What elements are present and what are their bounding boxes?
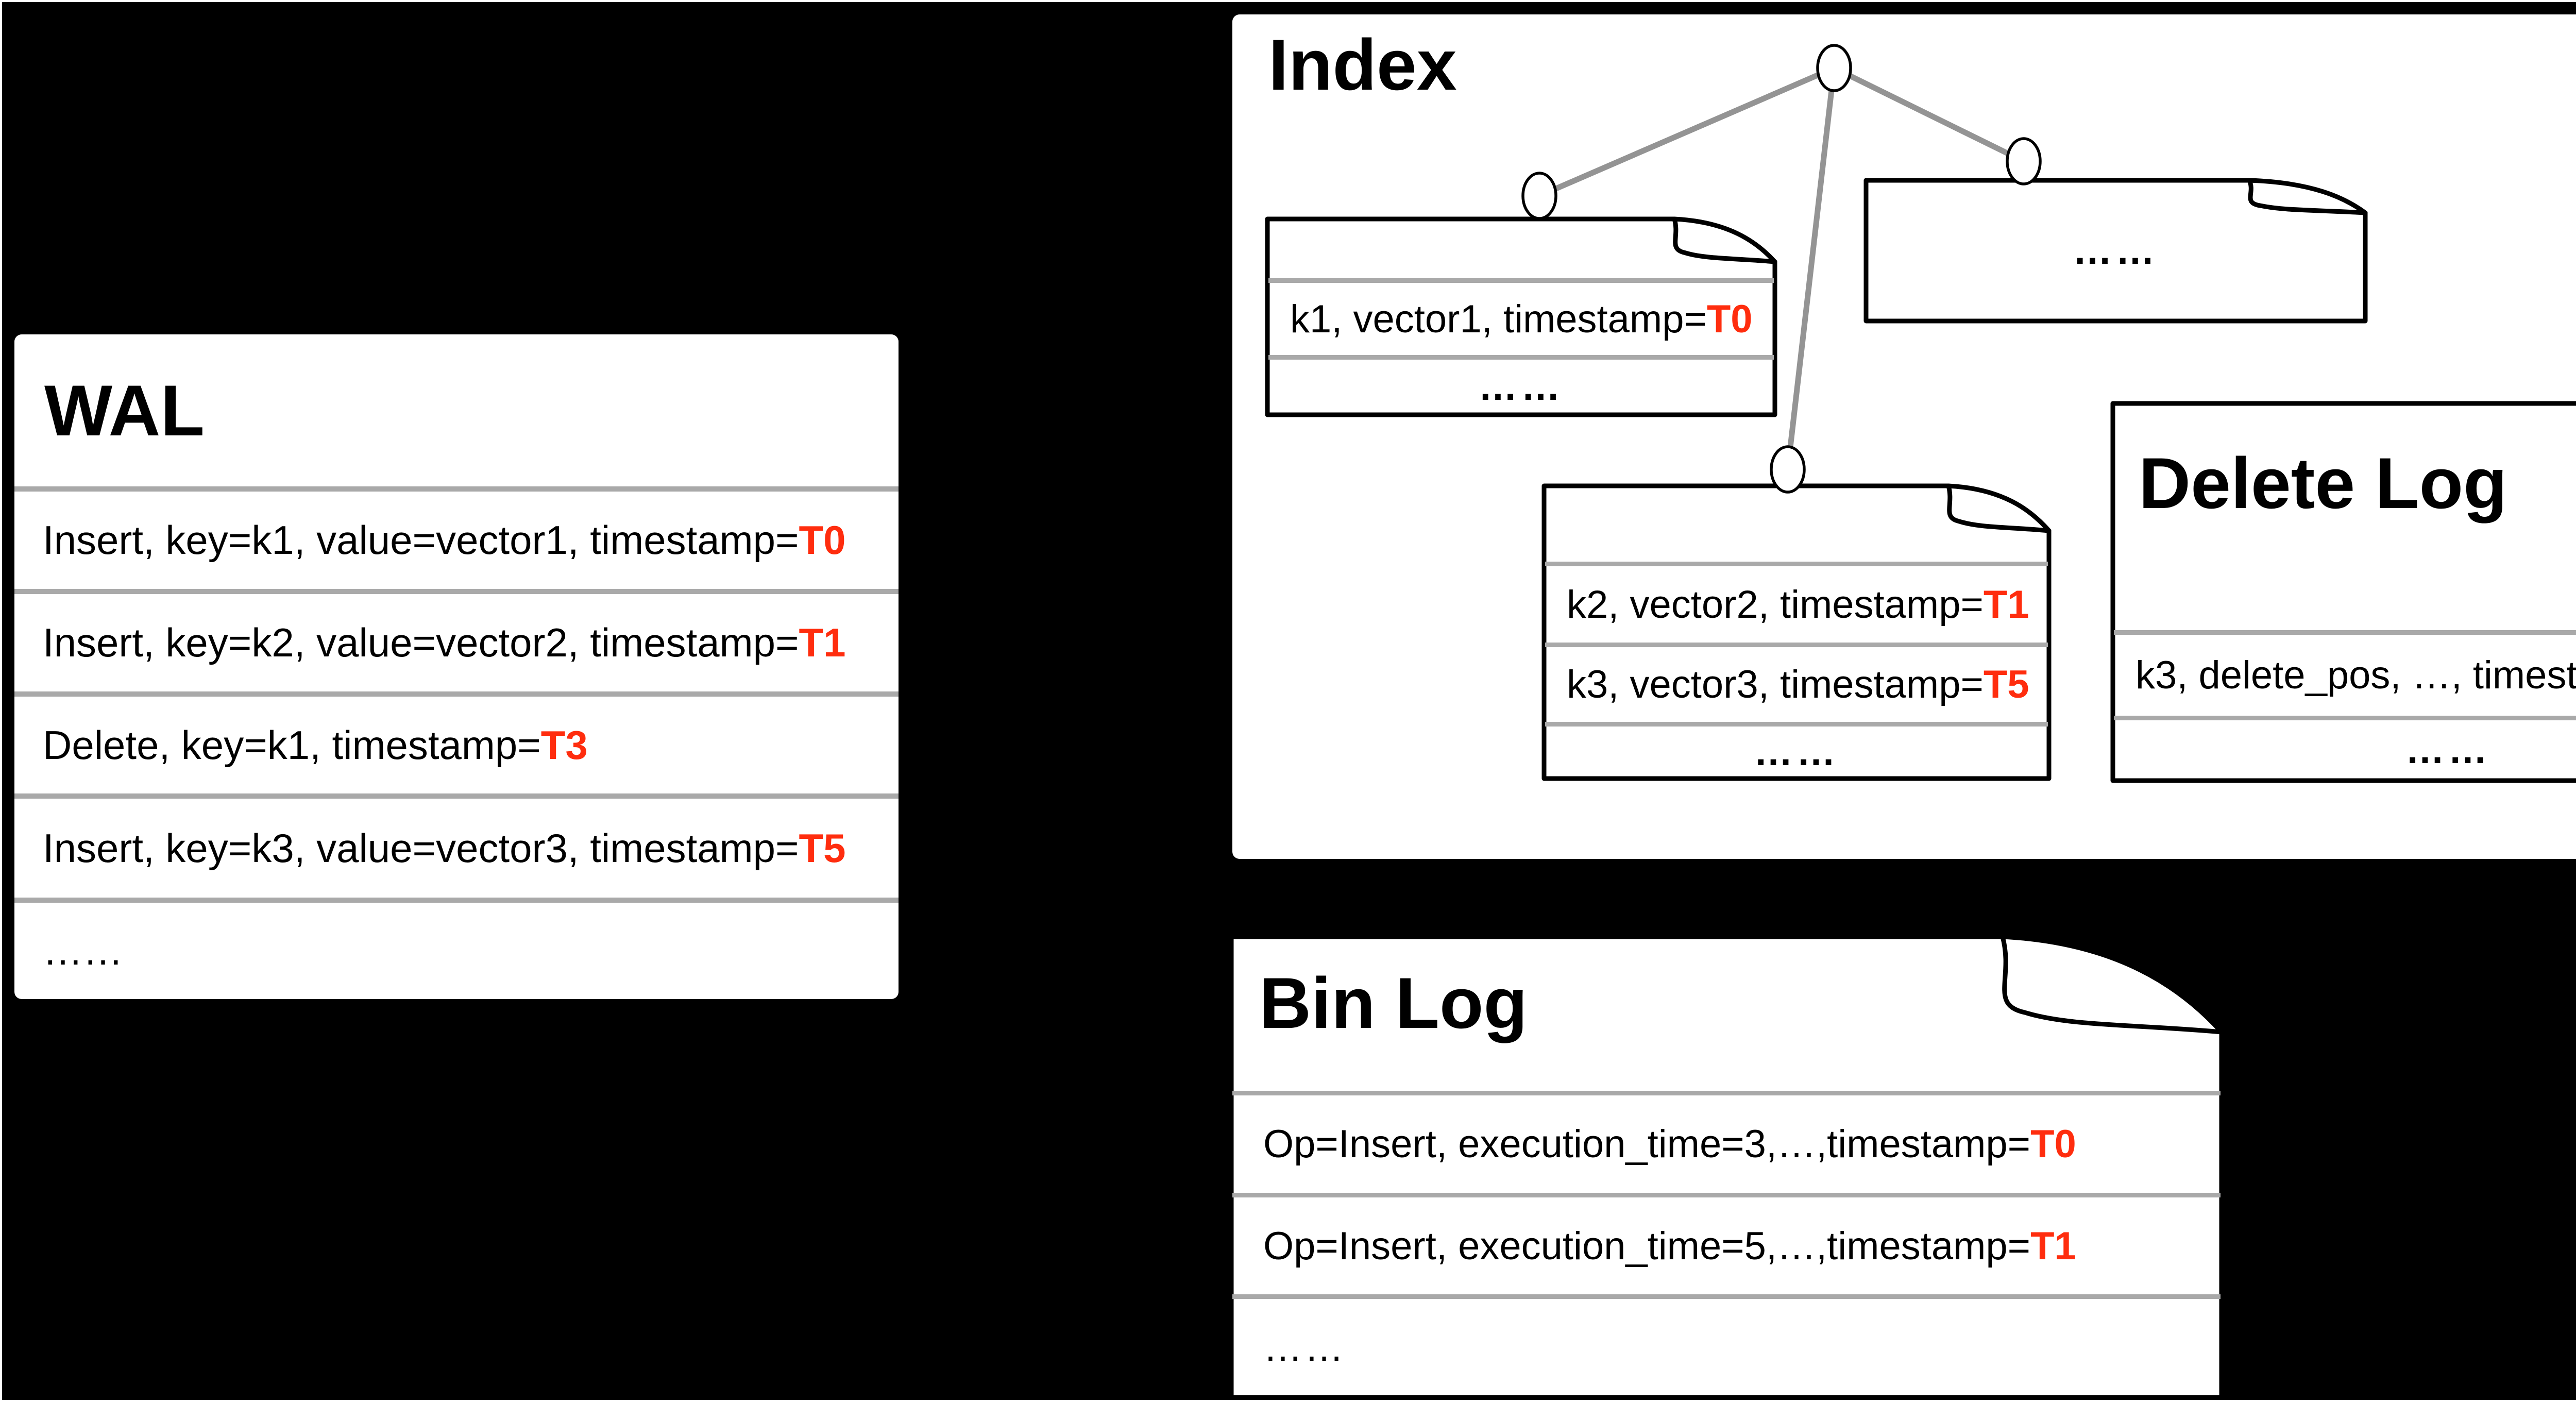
page-row: k3, vector3, timestamp=T5 xyxy=(1545,643,2048,722)
document-outline xyxy=(1541,483,2052,781)
page-row: Op=Insert, execution_time=5,…,timestamp=… xyxy=(1232,1193,2221,1294)
timestamp-highlight: T1 xyxy=(1983,582,2029,627)
index-title: Index xyxy=(1268,24,1457,105)
wal-row-text: Insert, key=k2, value=vector2, timestamp… xyxy=(43,620,846,665)
timestamp-highlight: T1 xyxy=(2030,1224,2076,1268)
wal-row-text: Delete, key=k1, timestamp=T3 xyxy=(43,722,588,768)
wal-row: Insert, key=k2, value=vector2, timestamp… xyxy=(14,589,899,691)
page-row: Op=Insert, execution_time=3,…,timestamp=… xyxy=(1232,1091,2221,1193)
wal-row-text: Insert, key=k3, value=vector3, timestamp… xyxy=(43,825,846,871)
page-row: k1, vector1, timestamp=T0 xyxy=(1268,278,1774,355)
page-row-ellipsis: …… xyxy=(1545,722,2048,778)
timestamp-highlight: T5 xyxy=(799,825,846,871)
delete-log-title: Delete Log xyxy=(2139,443,2507,523)
wal-table: WAL Insert, key=k1, value=vector1, times… xyxy=(14,334,899,999)
bin-log-page: Bin Log Op=Insert, execution_time=3,…,ti… xyxy=(1229,934,2224,1400)
wal-title-label: WAL xyxy=(44,369,205,451)
timestamp-highlight: T0 xyxy=(2030,1122,2076,1166)
timestamp-highlight: T5 xyxy=(1983,663,2029,706)
page-row-ellipsis: …… xyxy=(2073,229,2159,273)
page-row-ellipsis: …… xyxy=(2114,716,2576,780)
wal-title: WAL xyxy=(14,334,899,486)
page-row: k3, delete_pos, …, timestamp=T3 xyxy=(2114,630,2576,716)
index-segment-page-k2k3: k2, vector2, timestamp=T1 k3, vector3, t… xyxy=(1541,483,2052,781)
wal-row: Insert, key=k3, value=vector3, timestamp… xyxy=(14,793,899,898)
wal-row: Delete, key=k1, timestamp=T3 xyxy=(14,691,899,793)
page-row: k2, vector2, timestamp=T1 xyxy=(1545,562,2048,643)
delete-log-page: Delete Log k3, delete_pos, …, timestamp=… xyxy=(2110,401,2576,783)
page-header-space xyxy=(1268,220,1774,278)
page-header-space xyxy=(1545,487,2048,562)
page-row-ellipsis: …… xyxy=(1268,355,1774,414)
wal-row-text: Insert, key=k1, value=vector1, timestamp… xyxy=(43,517,846,563)
document-outline xyxy=(1265,216,1777,417)
document-outline xyxy=(1229,934,2224,1400)
document-outline xyxy=(2110,401,2576,783)
page-row-ellipsis: …… xyxy=(1232,1294,2221,1396)
wal-row-ellipsis: …… xyxy=(14,898,899,999)
index-segment-page-k1: k1, vector1, timestamp=T0 …… xyxy=(1265,216,1777,417)
bin-log-title: Bin Log xyxy=(1259,962,1528,1043)
timestamp-highlight: T3 xyxy=(540,722,588,768)
timestamp-highlight: T1 xyxy=(799,620,846,665)
document-outline xyxy=(1863,178,2368,324)
index-segment-page-more: …… xyxy=(1863,178,2368,324)
timestamp-highlight: T0 xyxy=(1706,297,1753,341)
wal-row: Insert, key=k1, value=vector1, timestamp… xyxy=(14,486,899,589)
timestamp-highlight: T0 xyxy=(799,517,846,563)
